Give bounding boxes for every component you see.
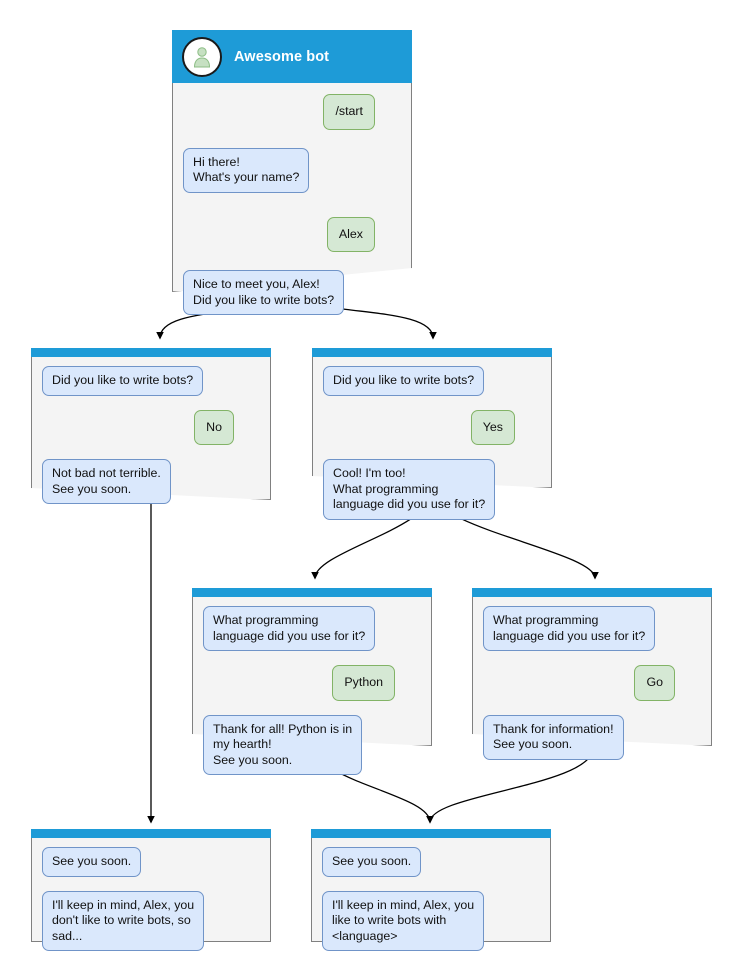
message-row: Go	[483, 665, 701, 701]
message-row: Thank for information! See you soon.	[483, 714, 701, 760]
message-row: Thank for all! Python is in my hearth! S…	[203, 714, 421, 775]
bot-message-bubble: Thank for information! See you soon.	[483, 714, 624, 760]
message-list-language-go: What programming language did you use fo…	[472, 597, 712, 760]
message-row: No	[42, 409, 260, 445]
message-list-language-python: What programming language did you use fo…	[192, 597, 432, 775]
message-row: I'll keep in mind, Alex, you like to wri…	[322, 890, 540, 951]
card-end-sad[interactable]: See you soon. I'll keep in mind, Alex, y…	[31, 829, 271, 951]
bot-message-bubble: I'll keep in mind, Alex, you don't like …	[42, 890, 205, 951]
card-header-bar	[31, 829, 271, 838]
bot-message-bubble: Did you like to write bots?	[42, 366, 204, 396]
card-answer-yes[interactable]: Did you like to write bots? Yes Cool! I'…	[312, 348, 552, 520]
message-row: What programming language did you use fo…	[203, 606, 421, 651]
bot-message-bubble: Cool! I'm too! What programming language…	[323, 459, 496, 520]
message-row: /start	[183, 94, 401, 130]
bot-message-bubble: Nice to meet you, Alex! Did you like to …	[183, 270, 345, 315]
card-header-bar	[311, 829, 551, 838]
card-header-bar	[472, 588, 712, 597]
bot-message-bubble: I'll keep in mind, Alex, you like to wri…	[322, 890, 485, 951]
message-row: Did you like to write bots?	[323, 366, 541, 396]
bot-message-bubble: See you soon.	[42, 847, 142, 877]
message-list-end-sad: See you soon. I'll keep in mind, Alex, y…	[31, 838, 271, 951]
message-row: Did you like to write bots?	[42, 366, 260, 396]
user-message-bubble: Python	[332, 665, 395, 701]
user-message-bubble: Go	[634, 665, 675, 701]
user-message-bubble: Yes	[470, 409, 515, 445]
card-header-bar	[31, 348, 271, 357]
bot-message-bubble: Did you like to write bots?	[323, 366, 485, 396]
card-language-go[interactable]: What programming language did you use fo…	[472, 588, 712, 760]
message-row: See you soon.	[42, 847, 260, 877]
user-message-bubble: /start	[323, 94, 375, 130]
message-row: Alex	[183, 216, 401, 252]
message-list-answer-yes: Did you like to write bots? Yes Cool! I'…	[312, 357, 552, 520]
card-answer-no[interactable]: Did you like to write bots? No Not bad n…	[31, 348, 271, 504]
bot-message-bubble: Thank for all! Python is in my hearth! S…	[203, 714, 363, 775]
message-row: Cool! I'm too! What programming language…	[323, 459, 541, 520]
card-header-bar	[192, 588, 432, 597]
card-header-bar	[312, 348, 552, 357]
card-end-happy[interactable]: See you soon. I'll keep in mind, Alex, y…	[311, 829, 551, 951]
message-row: Python	[203, 665, 421, 701]
card-header-start: Awesome bot	[172, 30, 412, 83]
message-row: I'll keep in mind, Alex, you don't like …	[42, 890, 260, 951]
person-avatar-icon	[182, 36, 222, 77]
message-row: Not bad not terrible. See you soon.	[42, 459, 260, 504]
bot-message-bubble: Not bad not terrible. See you soon.	[42, 459, 171, 504]
user-message-bubble: Alex	[326, 216, 375, 252]
bot-name-label: Awesome bot	[234, 48, 330, 65]
message-row: Hi there! What's your name?	[183, 147, 401, 193]
message-list-answer-no: Did you like to write bots? No Not bad n…	[31, 357, 271, 504]
bot-message-bubble: Hi there! What's your name?	[183, 147, 310, 193]
message-list-start: /start Hi there! What's your name? Alex …	[172, 83, 412, 315]
message-row: Yes	[323, 409, 541, 445]
message-row: Nice to meet you, Alex! Did you like to …	[183, 270, 401, 315]
message-list-end-happy: See you soon. I'll keep in mind, Alex, y…	[311, 838, 551, 951]
message-row: What programming language did you use fo…	[483, 606, 701, 651]
bot-message-bubble: What programming language did you use fo…	[483, 606, 656, 651]
bot-message-bubble: See you soon.	[322, 847, 422, 877]
card-start[interactable]: Awesome bot /start Hi there! What's your…	[172, 30, 412, 315]
message-row: See you soon.	[322, 847, 540, 877]
bot-message-bubble: What programming language did you use fo…	[203, 606, 376, 651]
card-language-python[interactable]: What programming language did you use fo…	[192, 588, 432, 775]
user-message-bubble: No	[194, 409, 234, 445]
